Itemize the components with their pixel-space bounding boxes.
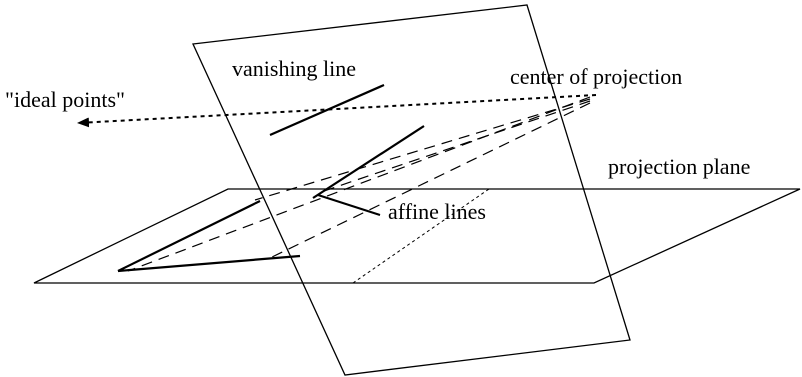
vertical-plane: [192, 4, 631, 376]
affine-lines-leader: [317, 194, 381, 216]
projection-plane-label: projection plane: [608, 154, 750, 179]
projection-ray: [317, 100, 591, 194]
projected-line: [312, 125, 425, 199]
projection-plane: [33, 188, 801, 284]
affine-lines-label: affine lines: [388, 199, 486, 224]
projection-ray: [254, 98, 591, 201]
projection-ray: [269, 102, 591, 259]
projection-rays: [127, 96, 591, 272]
projection-ray: [127, 96, 591, 272]
ideal-points-label: "ideal points": [5, 87, 125, 112]
affine-line: [117, 254, 301, 273]
affine-line: [117, 200, 261, 272]
vanishing-line-label: vanishing line: [232, 56, 356, 81]
ideal-points-arrow: [77, 94, 597, 128]
center-of-projection-label: center of projection: [510, 64, 682, 89]
vanishing-line: [269, 83, 385, 137]
